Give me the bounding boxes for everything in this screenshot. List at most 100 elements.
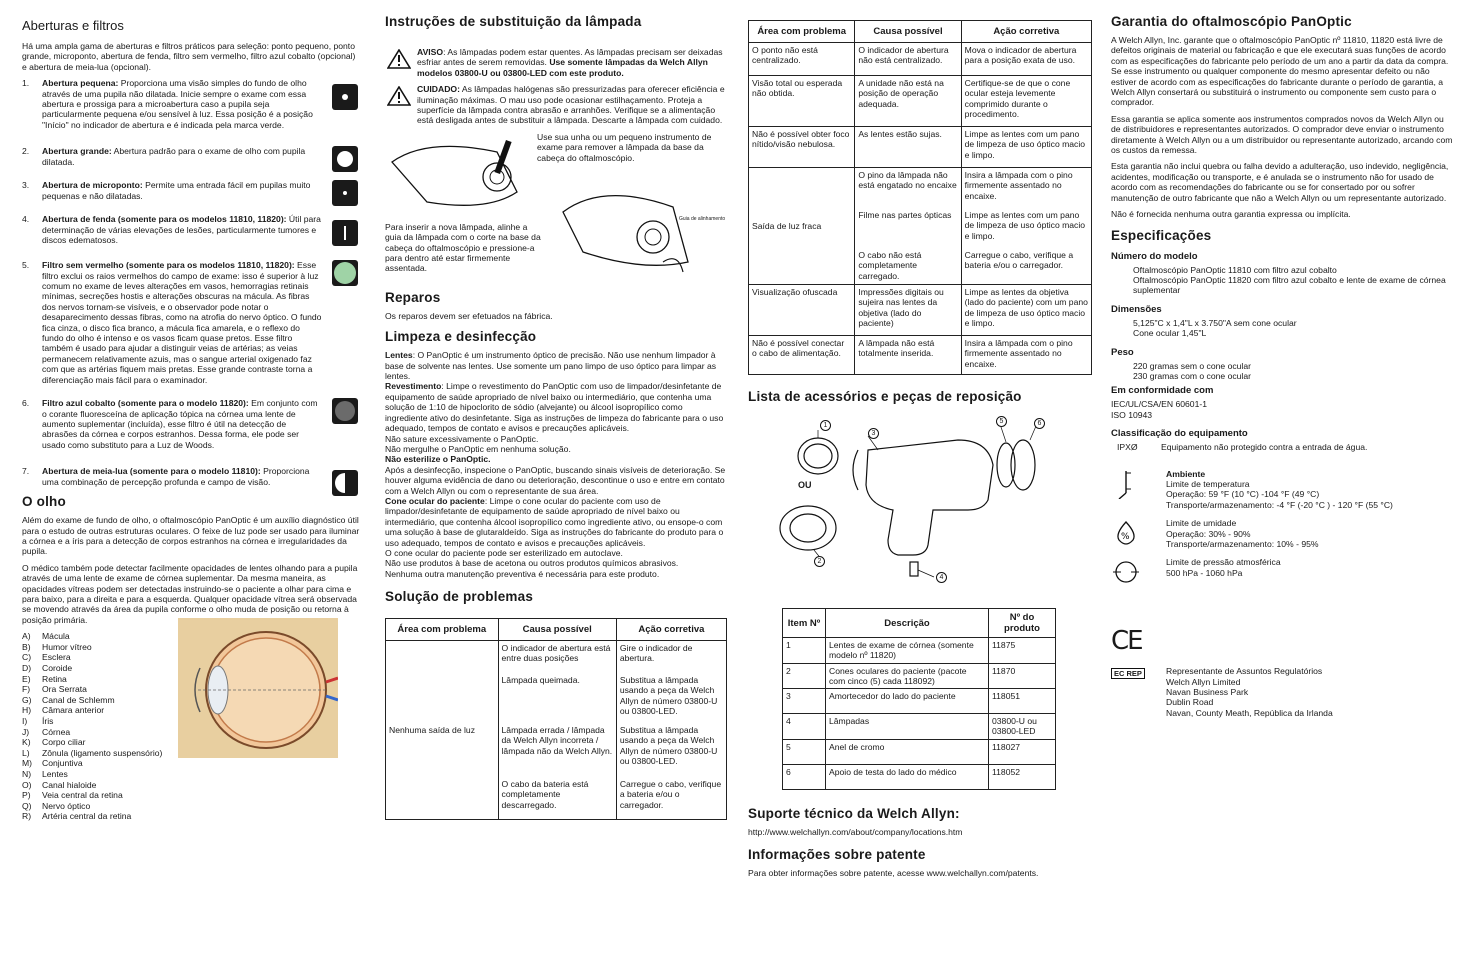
- cleaning-heading: Limpeza e desinfecção: [385, 329, 537, 345]
- apertures-heading: Aberturas e filtros: [22, 18, 124, 33]
- table-row: Lâmpada errada / lâmpada da Welch Allyn …: [386, 723, 728, 778]
- filter-item-slit: 4. Abertura de fenda (somente para os mo…: [22, 214, 362, 254]
- slit-aperture-icon: [332, 220, 358, 247]
- list-item: C)Esclera: [22, 652, 71, 663]
- list-item: F)Ora Serrata: [22, 684, 87, 695]
- eye-heading: O olho: [22, 494, 66, 510]
- list-item: D)Coroide: [22, 663, 73, 674]
- micro-aperture-icon: [332, 180, 358, 207]
- ce-mark-icon: CE: [1111, 626, 1144, 657]
- callout-number: 1: [820, 420, 831, 431]
- eu-representative: EC REP Representante de Assuntos Regulat…: [1111, 666, 1453, 718]
- eye-cross-section-icon: [194, 631, 339, 749]
- list-item: K)Corpo ciliar: [22, 737, 86, 748]
- half-moon-aperture-icon: [332, 470, 358, 497]
- parts-exploded-diagram: OU 1 2 3 4 5 6: [748, 410, 1092, 590]
- filter-item-micro: 3. Abertura de microponto: Permite uma e…: [22, 180, 362, 210]
- filter-item-half-moon: 7. Abertura de meia-lua (somente para o …: [22, 466, 362, 497]
- support-heading: Suporte técnico da Welch Allyn:: [748, 805, 960, 821]
- callout-number: 4: [936, 572, 947, 583]
- troubleshooting-heading: Solução de problemas: [385, 589, 534, 605]
- alignment-guide-label: Guia de alinhamento: [679, 215, 726, 222]
- patent-text: Para obter informações sobre patente, ac…: [748, 868, 1039, 879]
- eye-paragraph-2: O médico também pode detectar facilmente…: [22, 562, 358, 625]
- red-free-filter-icon: [332, 260, 358, 287]
- eye-paragraph-1: Além do exame de fundo de olho, o oftalm…: [22, 515, 360, 557]
- list-item: Q)Nervo óptico: [22, 800, 91, 811]
- temperature-spec: Ambiente Limite de temperatura Operação:…: [1111, 469, 1453, 511]
- caution-triangle-icon: [387, 86, 411, 107]
- small-aperture-icon: [332, 84, 358, 111]
- accessories-heading: Lista de acessórios e peças de reposição: [748, 389, 1022, 404]
- list-item: N)Lentes: [22, 769, 68, 779]
- support-url[interactable]: http://www.welchallyn.com/about/company/…: [748, 826, 963, 837]
- table-row: O ponto não está centralizado.O indicado…: [747, 42, 1093, 76]
- list-item: G)Canal de Schlemm: [22, 694, 115, 705]
- column-warranty: Garantia do oftalmoscópio PanOptic A Wel…: [1111, 14, 1453, 718]
- callout-number: 2: [814, 556, 825, 567]
- lamp-insert-icon: [562, 194, 689, 272]
- list-item: I)Íris: [22, 716, 54, 727]
- cobalt-blue-filter-icon: [332, 398, 358, 425]
- panoptic-parts-icon: [779, 423, 1037, 578]
- list-item: A)Mácula: [22, 631, 70, 642]
- callout-number: 5: [996, 416, 1007, 427]
- callout-number: 3: [868, 428, 879, 439]
- warranty-heading: Garantia do oftalmoscópio PanOptic: [1111, 14, 1352, 29]
- callout-number: 6: [1034, 418, 1045, 429]
- ipx-rating: IPXØ: [1117, 442, 1138, 453]
- ec-rep-icon: EC REP: [1111, 668, 1145, 680]
- eye-anatomy-illustration: [178, 618, 339, 758]
- humidity-spec: % Limite de umidade Operação: 30% - 90% …: [1111, 518, 1453, 549]
- humidity-icon: %: [1117, 521, 1135, 545]
- filter-item-large: 2. Abertura grande: Abertura padrão para…: [22, 146, 362, 174]
- list-item: L)Zônula (ligamento suspensório): [22, 747, 163, 758]
- table-row: Não é possível obter foco nítido/visão n…: [747, 126, 1093, 168]
- list-item: P)Veia central da retina: [22, 790, 123, 801]
- list-item: H)Câmara anterior: [22, 705, 105, 716]
- figure-caption-insert: Para inserir a nova lâmpada, alinhe a gu…: [385, 221, 541, 274]
- thermometer-icon: [1118, 470, 1131, 499]
- list-item: B)Humor vítreo: [22, 641, 92, 652]
- apertures-intro: Há uma ampla gama de aberturas e filtros…: [22, 41, 356, 72]
- repairs-text: Os reparos devem ser efetuados na fábric…: [385, 310, 553, 321]
- table-row: Não é possível conectar o cabo de alimen…: [747, 335, 1093, 375]
- warning-triangle-icon: [387, 49, 411, 69]
- list-item: J)Córnea: [22, 726, 71, 737]
- specifications-heading: Especificações: [1111, 227, 1212, 243]
- table-row: Saída de luz fraca O pino da lâmpada não…: [747, 167, 1093, 285]
- filter-item-small: 1. Abertura pequena: Proporciona uma vis…: [22, 78, 362, 138]
- column-lamp: Instruções de substituição da lâmpada AV…: [385, 14, 728, 821]
- warning-block: AVISO: As lâmpadas podem estar quentes. …: [385, 47, 727, 78]
- list-item: R)Artéria central da retina: [22, 811, 132, 822]
- large-aperture-icon: [332, 146, 358, 173]
- lamp-figure: Use sua unha ou um pequeno instrumento d…: [385, 132, 727, 280]
- repairs-heading: Reparos: [385, 289, 441, 305]
- list-item: O)Canal hialoide: [22, 779, 97, 790]
- column-apertures: Aberturas e filtros Há uma ampla gama de…: [22, 14, 362, 822]
- ophthalmoscope-head-icon: [391, 139, 518, 206]
- table-row: O cabo não está completamente carregado.…: [749, 248, 1093, 285]
- table-row: O cabo da bateria está completamente des…: [386, 777, 728, 821]
- or-label: OU: [798, 480, 812, 490]
- svg-text:%: %: [1121, 532, 1130, 542]
- patent-heading: Informações sobre patente: [748, 847, 926, 863]
- filters-list: 1. Abertura pequena: Proporciona uma vis…: [22, 78, 362, 497]
- list-item: E)Retina: [22, 673, 67, 684]
- list-item: M)Conjuntiva: [22, 758, 83, 769]
- filter-item-red-free: 5. Filtro sem vermelho (somente para os …: [22, 260, 362, 390]
- table-row: Lâmpada queimada.Substitua a lâmpada usa…: [386, 673, 728, 724]
